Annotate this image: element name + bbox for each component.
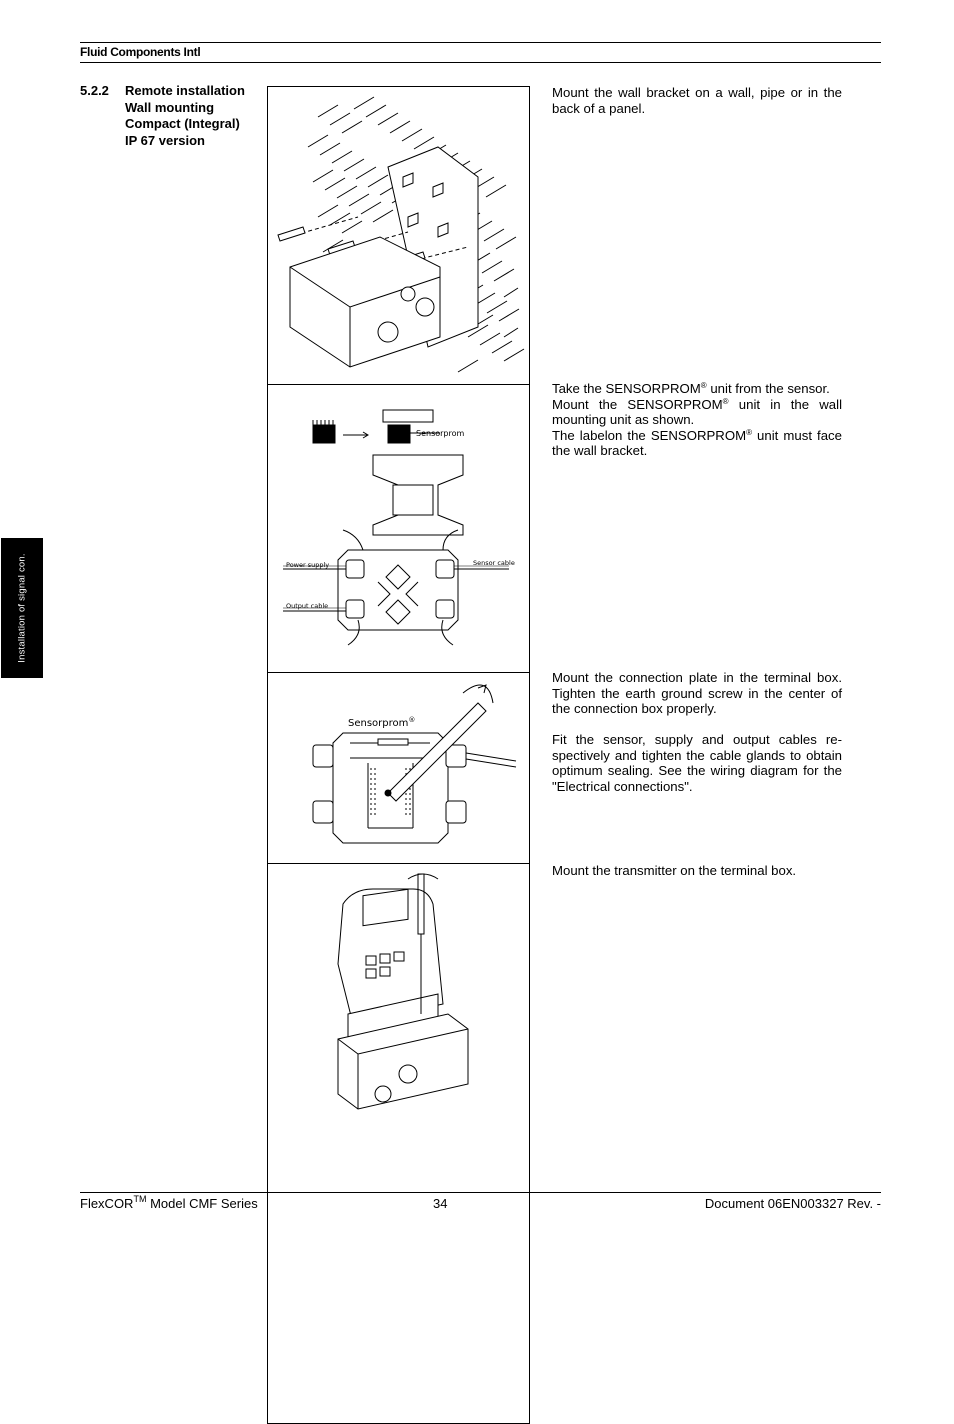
wall-bracket-illustration bbox=[277, 96, 525, 373]
step-3-text: Mount the connection plate in the termin… bbox=[552, 670, 842, 810]
arrow-right-icon bbox=[343, 431, 369, 439]
header-top-rule bbox=[80, 42, 881, 43]
screwdriver-icon bbox=[387, 702, 487, 802]
sensorprom-mounting-illustration: Sensorprom Power supply Sensor cable Out… bbox=[283, 409, 515, 646]
section-number: 5.2.2 bbox=[80, 83, 109, 98]
connection-plate-illustration: Sensorprom® bbox=[312, 684, 517, 844]
section-title-line: Compact (Integral) bbox=[125, 116, 240, 131]
sensor-cable-label: Sensor cable bbox=[473, 559, 515, 567]
step-3-paragraph: Mount the connection plate in the termin… bbox=[552, 670, 842, 716]
section-title: Remote installation Wall mounting Compac… bbox=[125, 83, 245, 149]
figure-transmitter bbox=[267, 863, 530, 1424]
terminal-box-icon bbox=[337, 1013, 469, 1110]
sensorprom-chip-icon bbox=[312, 424, 336, 444]
figure-wall-bracket bbox=[267, 86, 530, 385]
sensorprom-label: Sensorprom bbox=[416, 429, 465, 438]
header-bottom-rule bbox=[80, 62, 881, 63]
step-4-text: Mount the transmitter on the terminal bo… bbox=[552, 863, 797, 878]
power-supply-label: Power supply bbox=[286, 561, 329, 569]
section-title-line: Wall mounting bbox=[125, 99, 215, 115]
side-tab: Installation of signal con. bbox=[1, 538, 43, 678]
section-title-line: Remote installation bbox=[125, 83, 245, 98]
output-cable-label: Output cable bbox=[286, 602, 328, 610]
figure-connection-plate: Sensorprom® bbox=[267, 672, 530, 864]
step-2-line: Take the SENSORPROM® unit from the senso… bbox=[552, 381, 830, 396]
section-title-line: IP 67 version bbox=[125, 132, 205, 148]
document-number: Document 06EN003327 Rev. - bbox=[704, 1196, 881, 1211]
terminal-box-icon bbox=[332, 732, 449, 844]
footer-rule bbox=[80, 1192, 881, 1193]
transmitter-illustration bbox=[337, 873, 469, 1110]
company-name: Fluid Components Intl bbox=[80, 45, 201, 59]
step-3-paragraph: Fit the sensor, supply and output cables… bbox=[552, 732, 842, 794]
sensorprom-label: Sensorprom® bbox=[348, 716, 415, 729]
step-2-line: The labelon the SENSORPROM® unit must fa… bbox=[552, 427, 842, 459]
terminal-box-icon bbox=[337, 549, 459, 631]
step-2-text: Take the SENSORPROM® unit from the senso… bbox=[552, 381, 842, 459]
step-2-line: Mount the SENSORPROM® unit in the wall m… bbox=[552, 396, 842, 428]
figure-sensorprom-mounting: Sensorprom Power supply Sensor cable Out… bbox=[267, 384, 530, 673]
page-number: 34 bbox=[433, 1196, 448, 1211]
display-icon bbox=[362, 888, 409, 927]
footer-product: FlexCORTM Model CMF Series bbox=[80, 1194, 258, 1212]
side-tab-label: Installation of signal con. bbox=[16, 553, 28, 663]
step-1-text: Mount the wall bracket on a wall, pipe o… bbox=[552, 85, 842, 116]
